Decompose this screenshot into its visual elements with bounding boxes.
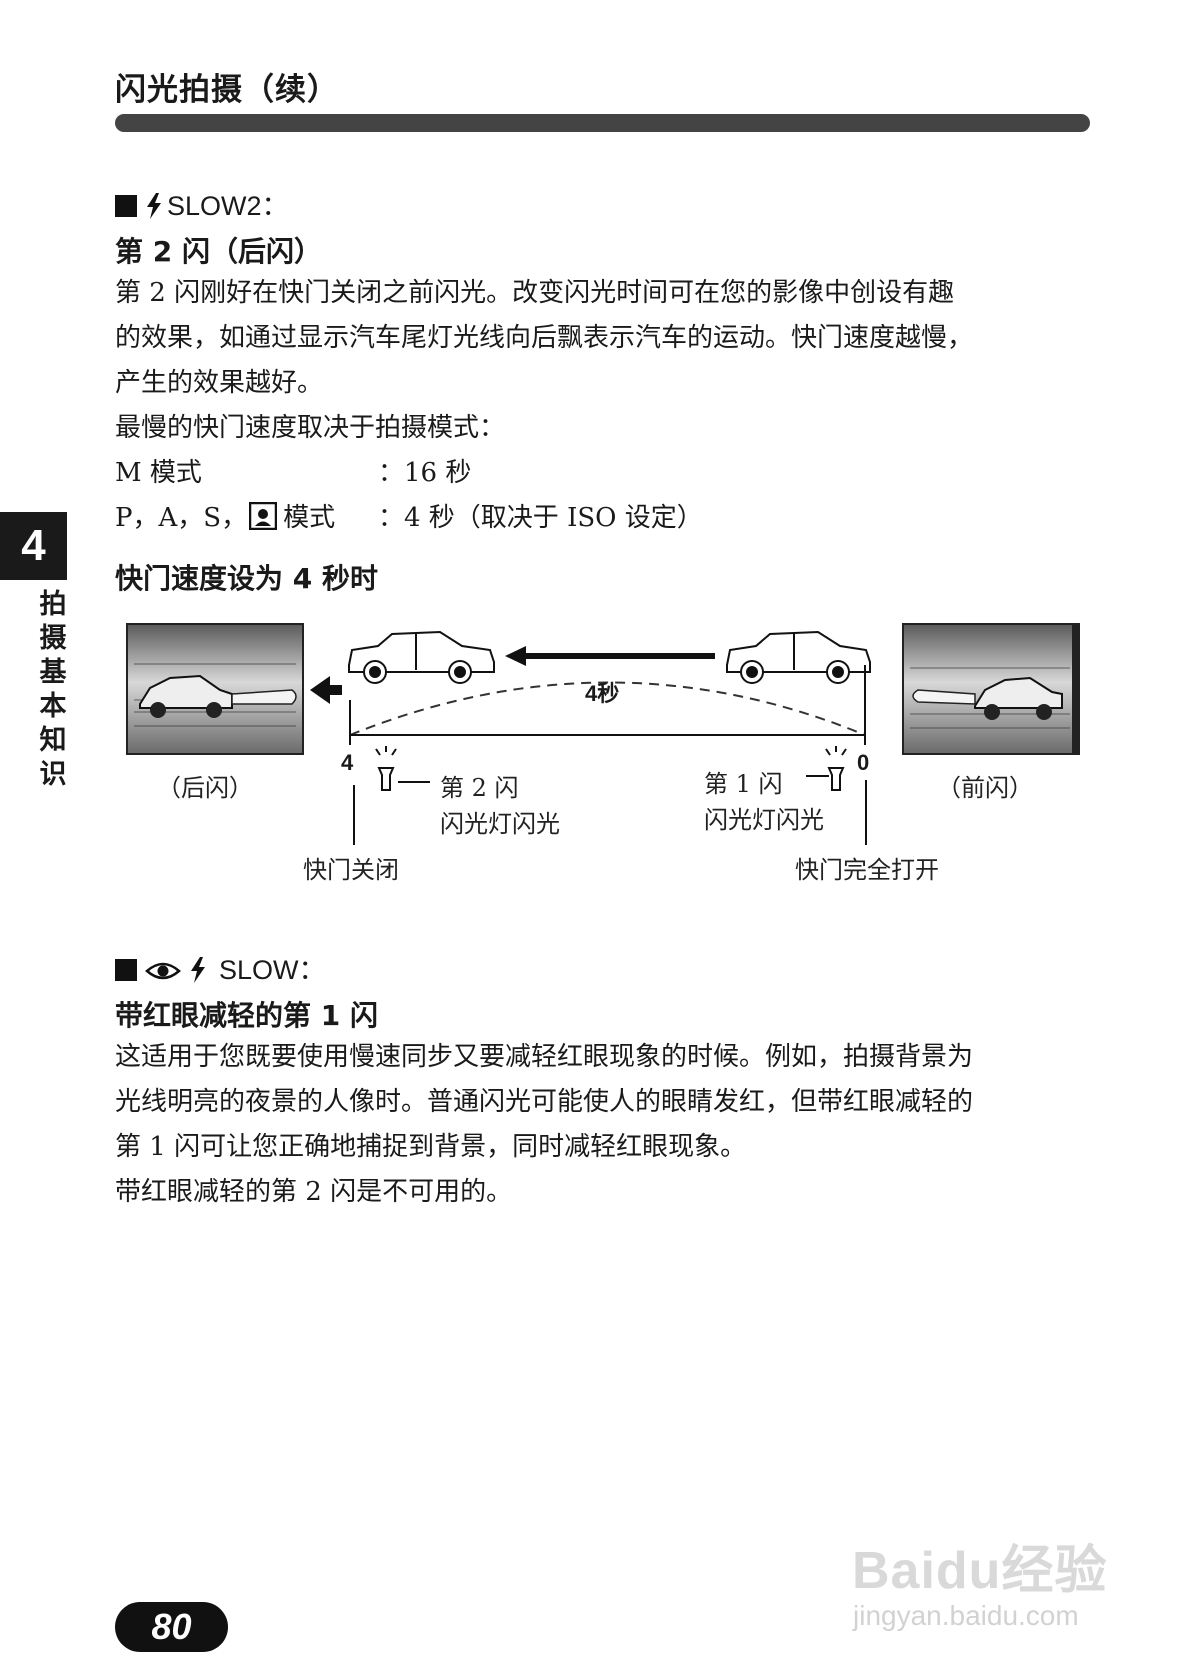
red-eye-icon xyxy=(145,962,181,980)
section2-mode-heading: SLOW： xyxy=(115,948,326,987)
motion-arrow-icon xyxy=(505,646,715,666)
first-flash-label: 第 1 闪 xyxy=(704,770,783,798)
header-divider xyxy=(115,114,1090,132)
paragraph-line: 产生的效果越好。 xyxy=(115,368,324,398)
paragraph-line: 这适用于您既要使用慢速同步又要减轻红眼现象的时候。例如，拍摄背景为 xyxy=(115,1042,974,1072)
rear-flash-caption: （后闪） xyxy=(157,774,253,802)
chapter-tab-text: 拍摄基本知识 xyxy=(39,589,67,790)
duration-label: 4秒 xyxy=(585,681,620,706)
shutter-timing-diagram xyxy=(126,623,1080,845)
section1-paragraph: 第 2 闪刚好在快门关闭之前闪光。改变闪光时间可在您的影像中创设有趣 的效果，如… xyxy=(115,271,1095,541)
second-flash-bulb-icon xyxy=(375,746,430,791)
paragraph-line: 第 1 闪可让您正确地捕捉到背景，同时减轻红眼现象。 xyxy=(115,1132,747,1162)
second-flash-label: 第 2 闪 xyxy=(440,774,519,802)
first-flash-desc: 闪光灯闪光 xyxy=(704,806,824,834)
section1-mode-label: SLOW2： xyxy=(167,191,289,221)
flash-icon xyxy=(147,193,161,219)
bullet-square-icon xyxy=(115,959,137,981)
slowest-speed-intro: 最慢的快门速度取决于拍摄模式： xyxy=(115,413,506,443)
timeline-end-marker: 4 xyxy=(341,750,354,775)
mode-row-value: ：16 秒 xyxy=(378,458,472,488)
car-start-position-icon xyxy=(726,630,871,684)
rear-flash-photo xyxy=(126,623,304,755)
section2-paragraph: 这适用于您既要使用慢速同步又要减轻红眼现象的时候。例如，拍摄背景为 光线明亮的夜… xyxy=(115,1035,1095,1215)
scene-mode-icon xyxy=(248,501,278,531)
page-title: 闪光拍摄（续） xyxy=(115,72,339,108)
mode-row-m: M 模式 ：16 秒 xyxy=(115,451,1095,496)
section2-subtitle: 带红眼减轻的第 1 闪 xyxy=(115,999,378,1032)
car-end-position-icon xyxy=(348,630,495,684)
paragraph-line: 光线明亮的夜景的人像时。普通闪光可能使人的眼睛发红，但带红眼减轻的 xyxy=(115,1087,974,1117)
paragraph-line: 的效果，如通过显示汽车尾灯光线向后飘表示汽车的运动。快门速度越慢， xyxy=(115,323,974,353)
section1-mode-heading: SLOW2： xyxy=(115,184,289,223)
mode-row-label-prefix: P，A，S， xyxy=(115,503,248,533)
page-number: 80 xyxy=(115,1602,228,1652)
mode-row-label-suffix: 模式 xyxy=(283,503,336,533)
paragraph-line: 带红眼减轻的第 2 闪是不可用的。 xyxy=(115,1177,513,1207)
section2-mode-label: SLOW： xyxy=(219,955,326,985)
paragraph-line: 第 2 闪刚好在快门关闭之前闪光。改变闪光时间可在您的影像中创设有趣 xyxy=(115,278,955,308)
shutter-open-label: 快门完全打开 xyxy=(795,856,939,884)
flash-icon xyxy=(191,957,205,983)
section1-subtitle: 第 2 闪（后闪） xyxy=(115,235,322,268)
mode-row-value: ：4 秒（取决于 ISO 设定） xyxy=(378,503,703,533)
timeline-start-marker: 0 xyxy=(857,750,870,775)
diagram-title: 快门速度设为 4 秒时 xyxy=(115,562,378,595)
timing-arc xyxy=(349,681,866,736)
watermark-logo: Baidu经验 xyxy=(852,1542,1108,1600)
front-flash-caption: （前闪） xyxy=(937,774,1033,802)
bullet-square-icon xyxy=(115,195,137,217)
front-flash-photo xyxy=(902,623,1080,755)
mode-row-label: M 模式 xyxy=(115,458,202,488)
left-arrow-icon xyxy=(310,676,342,704)
shutter-close-label: 快门关闭 xyxy=(303,856,399,884)
watermark-url: jingyan.baidu.com xyxy=(853,1600,1079,1631)
first-flash-bulb-icon xyxy=(806,746,847,791)
chapter-tab-number: 4 xyxy=(0,512,67,580)
mode-row-pas: P，A，S， 模式 ：4 秒（取决于 ISO 设定） xyxy=(115,496,1095,541)
second-flash-desc: 闪光灯闪光 xyxy=(440,810,560,838)
